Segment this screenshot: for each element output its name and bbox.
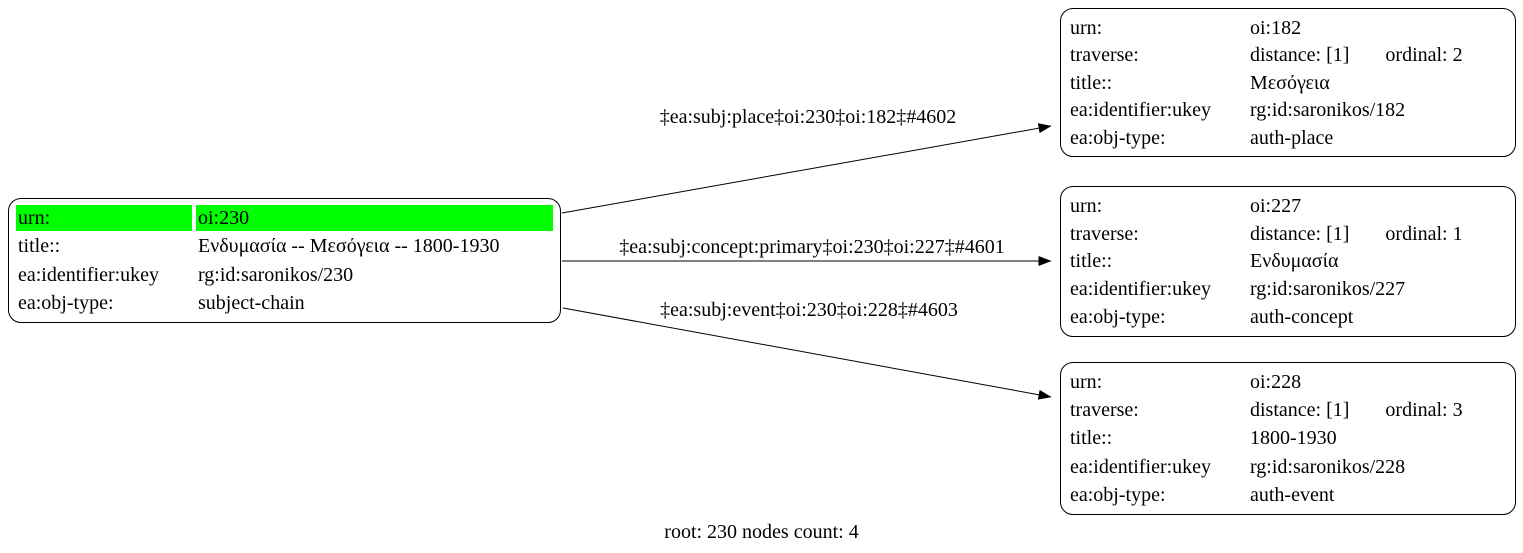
row-key: urn:: [1070, 371, 1103, 394]
graph-caption: root: 230 nodes count: 4: [664, 521, 859, 543]
node-row: traverse: distance: [1] ordinal: 3: [1068, 397, 1508, 423]
edge-label-event: ‡ea:subj:event‡oi:230‡oi:228‡#4603: [660, 299, 958, 321]
node-row: title:: Μεσόγεια: [1068, 70, 1508, 96]
row-key: title::: [18, 235, 61, 258]
row-key: ea:identifier:ukey: [1070, 278, 1212, 301]
node-row: ea:obj-type: auth-event: [1068, 482, 1508, 508]
row-value: rg:id:saronikos/182: [1250, 99, 1406, 121]
edge-label-place: ‡ea:subj:place‡oi:230‡oi:182‡#4602: [659, 106, 957, 128]
row-value: rg:id:saronikos/228: [1250, 455, 1406, 478]
edge-line-event: [562, 307, 1052, 400]
row-value: auth-concept: [1250, 306, 1354, 329]
node-oi-230: urn: oi:230 title:: Ενδυμασία -- Μεσόγει…: [8, 198, 561, 323]
row-value: distance: [1] ordinal: 3: [1248, 397, 1508, 423]
node-row: urn: oi:228: [1068, 369, 1508, 395]
row-key: ea:identifier:ukey: [1070, 99, 1212, 121]
row-key: ea:obj-type:: [1070, 483, 1166, 506]
row-key: ea:obj-type:: [1070, 126, 1166, 149]
node-oi-182: urn: oi:182 traverse: distance: [1] ordi…: [1060, 8, 1516, 157]
row-value: Ενδυμασία -- Μεσόγεια -- 1800-1930: [198, 235, 500, 258]
row-value-distance: distance: [1]: [1250, 399, 1350, 422]
row-value: Ενδυμασία: [1250, 250, 1339, 273]
node-row: ea:identifier:ukey rg:id:saronikos/182: [1068, 97, 1508, 123]
row-key: urn:: [1070, 194, 1103, 217]
node-row: ea:obj-type: auth-place: [1068, 125, 1508, 151]
row-value-ordinal: ordinal: 2: [1385, 44, 1463, 66]
row-value: oi:230: [196, 205, 553, 232]
node-row: ea:identifier:ukey rg:id:saronikos/227: [1068, 276, 1508, 302]
node-row: ea:identifier:ukey rg:id:saronikos/228: [1068, 454, 1508, 480]
row-key: ea:identifier:ukey: [18, 263, 160, 286]
edge-line-place: [561, 123, 1052, 214]
node-row: urn: oi:230: [16, 205, 553, 232]
row-value: subject-chain: [198, 291, 305, 314]
row-key: traverse:: [1070, 44, 1139, 66]
node-row: title:: Ενδυμασία: [1068, 248, 1508, 274]
row-key: traverse:: [1070, 222, 1139, 245]
row-value: oi:228: [1250, 371, 1302, 394]
row-key: ea:obj-type:: [1070, 306, 1166, 329]
node-oi-228: urn: oi:228 traverse: distance: [1] ordi…: [1060, 362, 1516, 515]
node-row: ea:identifier:ukey rg:id:saronikos/230: [16, 262, 553, 288]
row-key: ea:obj-type:: [18, 291, 114, 314]
row-key: title::: [1070, 427, 1113, 450]
row-key: traverse:: [1070, 399, 1139, 422]
row-value-ordinal: ordinal: 1: [1385, 222, 1463, 245]
row-value: 1800-1930: [1250, 427, 1337, 450]
row-value-ordinal: ordinal: 3: [1385, 399, 1463, 422]
node-row: ea:obj-type: auth-concept: [1068, 304, 1508, 330]
node-row: ea:obj-type: subject-chain: [16, 290, 553, 316]
row-value-distance: distance: [1]: [1250, 44, 1350, 66]
row-value: oi:182: [1250, 16, 1302, 39]
node-oi-227: urn: oi:227 traverse: distance: [1] ordi…: [1060, 186, 1516, 337]
node-row: urn: oi:227: [1068, 193, 1508, 219]
node-row: urn: oi:182: [1068, 15, 1508, 41]
node-row: traverse: distance: [1] ordinal: 2: [1068, 42, 1508, 68]
row-value: distance: [1] ordinal: 2: [1248, 42, 1508, 68]
row-key: title::: [1070, 250, 1113, 273]
row-key: urn:: [1070, 16, 1103, 39]
row-value: oi:227: [1250, 194, 1302, 217]
row-key: title::: [1070, 71, 1113, 94]
row-value: rg:id:saronikos/227: [1250, 278, 1406, 301]
row-value-distance: distance: [1]: [1250, 222, 1350, 245]
row-value: auth-event: [1250, 483, 1335, 506]
edge-label-concept-primary: ‡ea:subj:concept:primary‡oi:230‡oi:227‡#…: [619, 236, 1005, 258]
row-value: rg:id:saronikos/230: [198, 263, 354, 286]
node-row: title:: 1800-1930: [1068, 425, 1508, 451]
row-key: urn:: [16, 205, 192, 232]
node-row: traverse: distance: [1] ordinal: 1: [1068, 221, 1508, 247]
node-row: title:: Ενδυμασία -- Μεσόγεια -- 1800-19…: [16, 233, 553, 259]
row-value: auth-place: [1250, 126, 1334, 149]
row-key: ea:identifier:ukey: [1070, 455, 1212, 478]
row-value: Μεσόγεια: [1250, 71, 1330, 94]
row-value: distance: [1] ordinal: 1: [1248, 221, 1508, 247]
